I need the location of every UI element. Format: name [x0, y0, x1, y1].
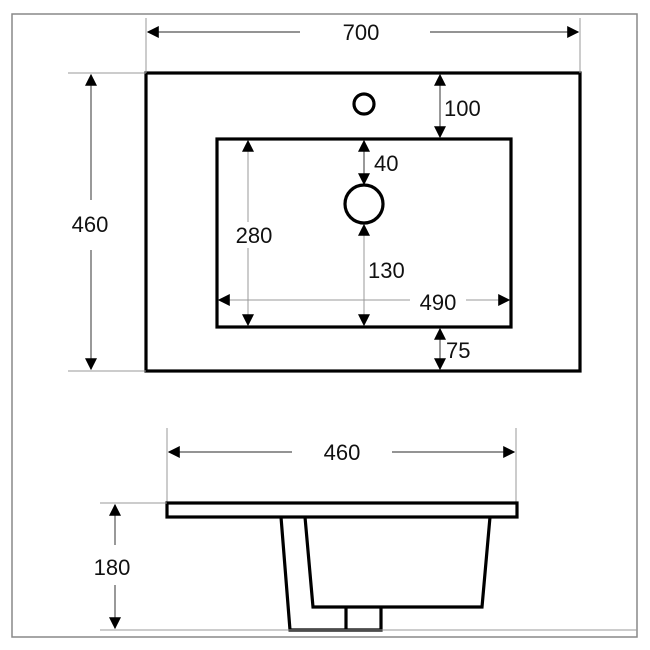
- side-view: 460 180: [94, 428, 637, 632]
- dim-label-tap-offset: 100: [444, 96, 481, 121]
- dim-label-basin-depth: 280: [236, 223, 273, 248]
- drawing-frame: [11, 13, 638, 638]
- dim-label-overall-width: 700: [343, 20, 380, 45]
- dim-label-side-depth: 460: [324, 440, 361, 465]
- dim-label-overall-depth: 460: [72, 212, 109, 237]
- dim-label-drain-top: 40: [374, 151, 398, 176]
- countertop-slab: [165, 501, 519, 519]
- drain-hole: [343, 183, 385, 225]
- basin-outline: [215, 137, 513, 329]
- dim-label-front-margin: 75: [446, 338, 470, 363]
- top-view: 700 460 100 40 280 130 490 75: [68, 18, 582, 373]
- basin-profile: [279, 516, 492, 632]
- tap-hole: [352, 92, 376, 116]
- countertop-outline: [144, 71, 582, 373]
- dim-label-basin-width: 490: [420, 290, 457, 315]
- dim-label-drain-bottom: 130: [368, 258, 405, 283]
- dim-label-height: 180: [94, 555, 131, 580]
